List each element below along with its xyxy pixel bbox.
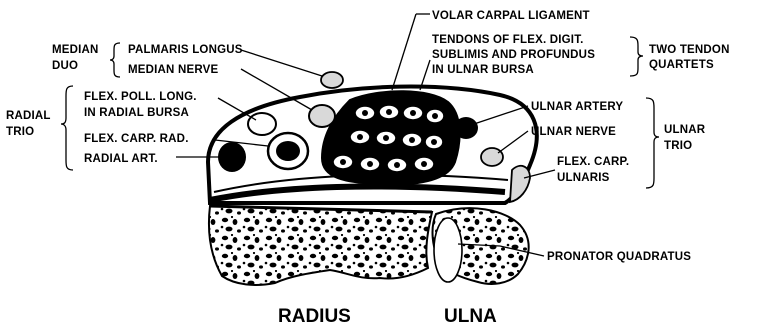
pronator-quadratus-muscle <box>434 218 462 282</box>
label-flex-poll-long-line1: FLEX. POLL. LONG. <box>84 91 197 103</box>
ulnar-trio-brace <box>646 98 659 188</box>
flexor-carpi-ulnaris <box>510 166 530 202</box>
radius-bone <box>209 206 432 285</box>
ulnar-artery <box>454 117 478 139</box>
label-tendons-line3: IN ULNAR BURSA <box>432 64 534 76</box>
radial-artery <box>218 142 246 172</box>
label-radial-trio-line1: RADIAL <box>6 110 51 122</box>
two-tendon-quartets-brace <box>630 37 643 76</box>
label-ulnar-trio-line1: ULNAR <box>664 124 706 136</box>
label-ulnar-nerve: ULNAR NERVE <box>531 126 616 138</box>
label-tendons-line1: TENDONS OF FLEX. DIGIT. <box>432 34 584 46</box>
median-nerve <box>309 105 335 127</box>
label-tendons-line2: SUBLIMIS AND PROFUNDUS <box>432 49 595 61</box>
label-ulnar-artery: ULNAR ARTERY <box>531 101 623 113</box>
label-ulnar-trio-line2: TRIO <box>664 140 692 152</box>
label-ulna: ULNA <box>444 306 497 327</box>
radial-trio-brace <box>61 86 73 170</box>
label-volar-carpal-ligament: VOLAR CARPAL LIGAMENT <box>432 10 590 22</box>
label-radial-trio-line2: TRIO <box>6 126 34 138</box>
label-two-tendon-line2: QUARTETS <box>649 59 714 71</box>
palmaris-longus <box>321 72 343 88</box>
flexor-pollicis-longus-radial-bursa <box>248 113 276 135</box>
label-median-duo-line2: DUO <box>52 60 78 72</box>
label-pronator-quadratus: PRONATOR QUADRATUS <box>547 251 691 263</box>
ulna-bone <box>433 208 529 284</box>
label-two-tendon-line1: TWO TENDON <box>649 44 730 56</box>
label-palmaris-longus: PALMARIS LONGUS <box>128 44 243 56</box>
label-median-nerve: MEDIAN NERVE <box>128 64 218 76</box>
label-flex-carp-ulnaris-line2: ULNARIS <box>557 172 610 184</box>
label-median-duo-line1: MEDIAN <box>52 44 99 56</box>
label-radial-art: RADIAL ART. <box>84 153 158 165</box>
label-flex-carp-ulnaris-line1: FLEX. CARP. <box>557 156 629 168</box>
label-flex-carp-rad: FLEX. CARP. RAD. <box>84 133 189 145</box>
ulnar-nerve <box>481 148 503 166</box>
label-flex-poll-long-line2: IN RADIAL BURSA <box>84 107 189 119</box>
flexor-carpi-radialis <box>268 133 308 169</box>
label-radius: RADIUS <box>278 306 351 327</box>
median-duo-brace <box>110 43 120 77</box>
